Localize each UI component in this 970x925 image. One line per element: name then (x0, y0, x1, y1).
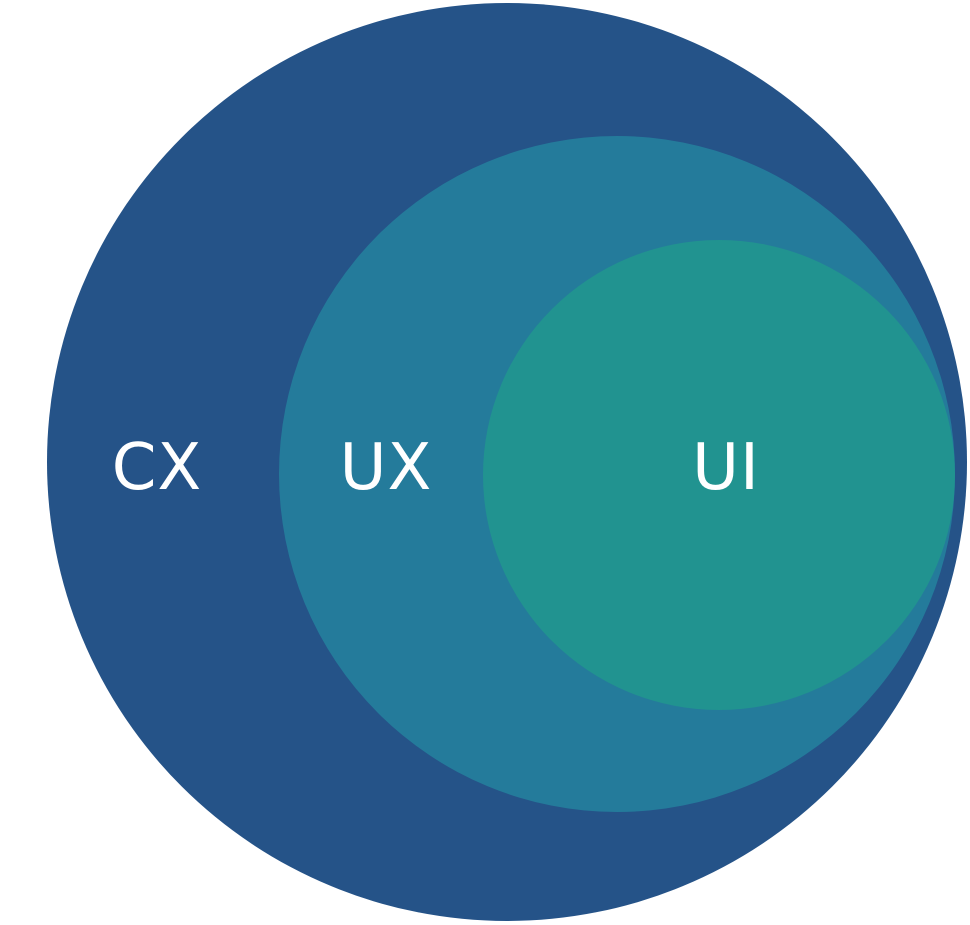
cx-label: CX (112, 431, 203, 505)
ux-label: UX (340, 431, 433, 505)
ui-circle (483, 240, 955, 710)
ui-label: UI (692, 431, 760, 505)
